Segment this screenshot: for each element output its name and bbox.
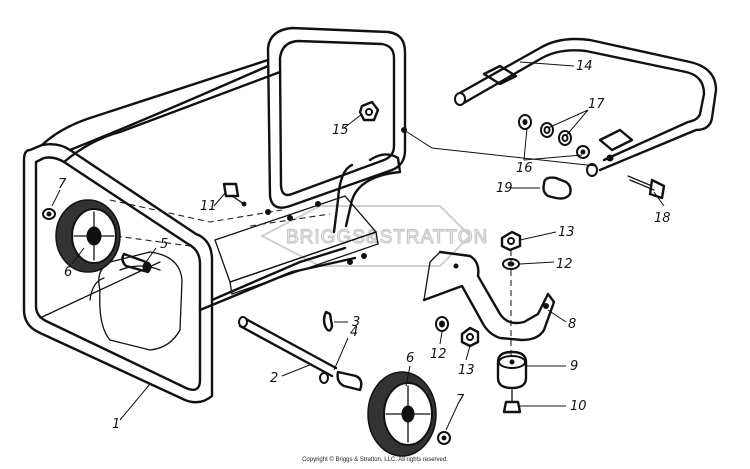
callout-13-upper: 13: [558, 225, 575, 240]
knob-part-19: [542, 176, 572, 200]
callout-7-left: 7: [58, 177, 67, 192]
bolt-part-10: [502, 389, 522, 414]
wheel-left-part-6: [55, 199, 121, 273]
spacer-part-4: [319, 370, 363, 392]
callout-13-lower: 13: [458, 363, 475, 378]
callout-18: 18: [654, 211, 671, 226]
bolt-part-11: [222, 182, 247, 207]
callout-10: 10: [570, 399, 587, 414]
callout-19: 19: [496, 181, 513, 196]
callout-4: 4: [350, 325, 358, 340]
nut-part-13-top: [500, 230, 522, 252]
washer-part-12-lower: [435, 316, 449, 332]
callout-11: 11: [200, 199, 217, 214]
callout-17: 17: [588, 97, 605, 112]
callout-12-upper: 12: [556, 257, 573, 272]
callout-16: 16: [516, 161, 533, 176]
nut-part-13-lower: [460, 326, 480, 348]
callout-8: 8: [568, 317, 576, 332]
callout-9: 9: [570, 359, 578, 374]
callout-14: 14: [576, 59, 593, 74]
washer-left-part-7: [42, 208, 56, 220]
axle-part-2: [238, 316, 338, 378]
cotter-pin-part-3: [322, 310, 334, 332]
callout-6-right: 6: [406, 351, 414, 366]
leader-lines: [51, 61, 665, 431]
callout-6-left: 6: [64, 265, 72, 280]
watermark-text: BRIGGS&STRATTON: [286, 227, 488, 248]
nut-part-15: [358, 100, 380, 122]
wheel-right-part-6: [367, 371, 437, 457]
briggs-stratton-watermark-logo: BRIGGS&STRATTON: [259, 205, 488, 267]
foot-bracket-part-8: [422, 250, 556, 342]
callout-3: 3: [352, 315, 360, 330]
bolt-part-18: [627, 175, 666, 200]
callout-1: 1: [112, 417, 120, 432]
callout-2: 2: [270, 371, 278, 386]
copyright-notice: Copyright © Briggs & Stratton, LLC. All …: [302, 457, 448, 463]
callout-15: 15: [332, 123, 349, 138]
handle-part-14: [401, 37, 718, 177]
rubber-foot-part-9: [496, 350, 528, 390]
callout-labels: 1 2 3 4 5 6 6 7 7 8 9 10 11 12 12 13 13 …: [58, 59, 671, 432]
callout-7-right: 7: [456, 393, 465, 408]
spacer-part-5: [121, 252, 152, 274]
washer-right-part-7: [437, 431, 451, 445]
callout-12-lower: 12: [430, 347, 447, 362]
callout-5: 5: [160, 237, 168, 252]
